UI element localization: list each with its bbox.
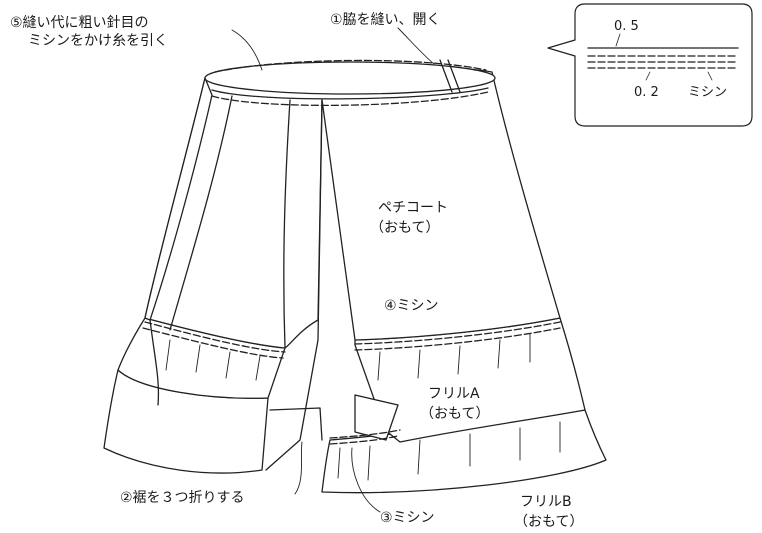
- detail-leader-b: [645, 71, 651, 81]
- frill-a-right-stitch: [354, 321, 561, 345]
- waistband-outer: [204, 61, 496, 95]
- frill-b-stitch-line: [329, 429, 401, 439]
- side-panel-strip: [169, 95, 233, 331]
- label-step4: ④ミシン: [384, 298, 439, 314]
- label-petticoat-line1: ペチコート: [378, 200, 448, 216]
- leader-step2: [294, 441, 303, 495]
- detail-callout-bubble: [547, 3, 753, 127]
- detail-measure-top: 0. 5: [614, 19, 639, 34]
- label-step3: ③ミシン: [380, 510, 435, 526]
- waistband-stitch-top: [214, 59, 487, 73]
- label-frill-b-line1: フリルB: [520, 494, 572, 510]
- label-frill-a-line2: （おもて）: [420, 406, 489, 422]
- label-petticoat-line2: （おもて）: [370, 220, 439, 236]
- frill-a-stitch-line-2: [142, 327, 284, 359]
- opening-edge: [269, 407, 323, 441]
- label-step1: ①脇を縫い、開く: [330, 12, 441, 28]
- detail-leader-c: [707, 71, 713, 81]
- frill-a-fold: [354, 394, 399, 441]
- frill-b-stitch-line-2: [329, 435, 399, 445]
- side-panel-strip-3: [149, 319, 160, 406]
- frill-a-right-stitch-2: [354, 327, 561, 351]
- leader-step3: [351, 447, 381, 513]
- label-step5-line2: ミシンをかけ糸を引く: [28, 33, 168, 49]
- label-step2: ②裾を３つ折りする: [120, 490, 245, 506]
- label-frill-b-line2: （おもて）: [514, 514, 583, 530]
- label-frill-a-line1: フリルA: [428, 386, 480, 402]
- gather-wrinkles: [165, 333, 561, 481]
- center-opening: [265, 99, 323, 471]
- detail-measure-bottom: 0. 2: [634, 85, 659, 100]
- detail-stitch-label: ミシン: [688, 85, 727, 100]
- waistband-stitch-bottom: [211, 91, 489, 106]
- frill-a-stitch-line: [144, 321, 286, 353]
- label-step5-line1: ⑤縫い代に粗い針目の: [10, 15, 149, 31]
- side-panel-strip-2: [283, 99, 291, 349]
- leader-step5: [231, 29, 263, 71]
- leader-step1: [397, 27, 435, 65]
- waistband-inner: [211, 87, 489, 100]
- side-seam-opening: [439, 59, 461, 93]
- detail-leader-a: [615, 33, 621, 47]
